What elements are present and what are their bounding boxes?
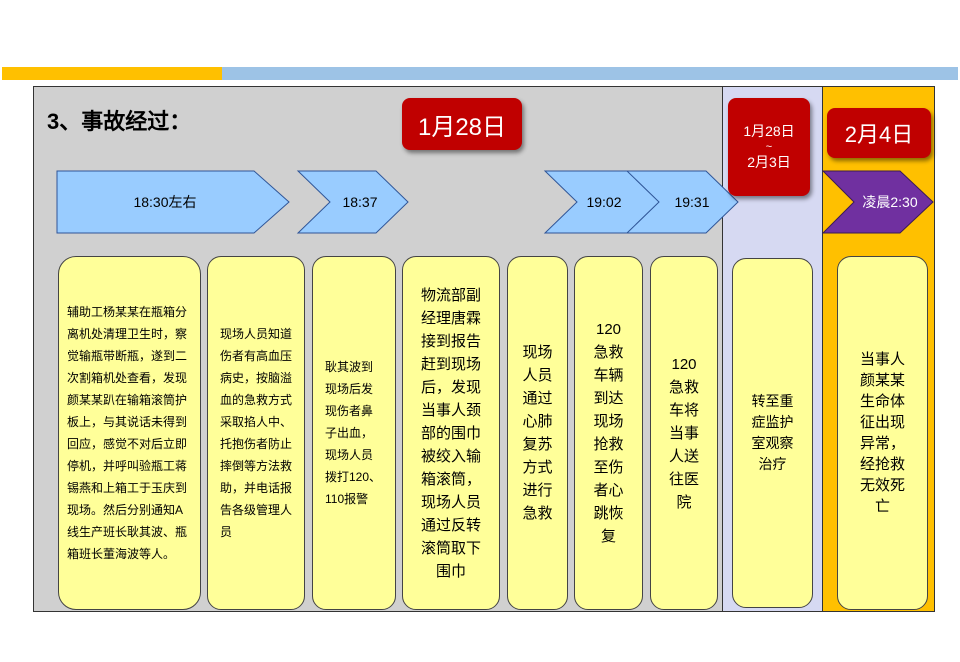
event-text: 转至重症监护室观察治疗 xyxy=(751,393,794,472)
date-text-end: 2月3日 xyxy=(747,154,791,170)
event-text: 现场人员通过心肺复苏方式进行急救 xyxy=(522,344,553,522)
time-label-4: 19:31 xyxy=(674,194,710,210)
event-card-2: 现场人员知道伤者有高血压病史，按脑溢血的急救方式采取掐人中、托抱伤者防止摔倒等方… xyxy=(207,256,305,610)
event-card-4: 物流部副经理唐霖接到报告赶到现场后，发现当事人颈部的围巾被绞入输箱滚筒，现场人员… xyxy=(402,256,500,610)
time-label-3: 19:02 xyxy=(586,194,622,210)
event-card-6: 120急救车辆到达现场抢救至伤者心跳恢复 xyxy=(574,256,643,610)
event-text: 现场人员知道伤者有高血压病史，按脑溢血的急救方式采取掐人中、托抱伤者防止摔倒等方… xyxy=(220,327,293,539)
event-card-5: 现场人员通过心肺复苏方式进行急救 xyxy=(507,256,568,610)
accent-bar-orange xyxy=(2,67,222,80)
time-label-5: 凌晨2:30 xyxy=(862,194,918,210)
event-card-8: 转至重症监护室观察治疗 xyxy=(732,258,813,608)
date-text-start: 1月28日 xyxy=(743,123,795,139)
accent-bar-blue xyxy=(222,67,958,80)
date-text-sep: ~ xyxy=(765,141,773,153)
time-label-1: 18:30左右 xyxy=(133,194,197,210)
date-label-feb4: 2月4日 xyxy=(827,108,931,158)
page-title: 3、事故经过： xyxy=(47,109,192,134)
event-card-1: 辅助工杨某某在瓶箱分离机处清理卫生时，察觉输瓶带断瓶，遂到二次割箱机处查看，发现… xyxy=(58,256,201,610)
time-label-2: 18:37 xyxy=(342,194,378,210)
event-card-7: 120急救车将当事人送往医院 xyxy=(650,256,718,610)
date-text: 2月4日 xyxy=(844,122,914,147)
time-arrow-1 xyxy=(56,170,290,234)
time-arrow-4 xyxy=(625,170,739,234)
event-text: 物流部副经理唐霖接到报告赶到现场后，发现当事人颈部的围巾被绞入输箱滚筒，现场人员… xyxy=(420,286,481,580)
event-card-9: 当事人颜某某生命体征出现异常，经抢救无效死亡 xyxy=(837,256,928,610)
event-text: 120急救车辆到达现场抢救至伤者心跳恢复 xyxy=(593,321,624,545)
event-card-3: 耿其波到现场后发现伤者鼻子出血，现场人员拨打120、110报警 xyxy=(312,256,396,610)
time-arrow-5 xyxy=(821,170,934,234)
date-text: 1月28日 xyxy=(417,113,507,141)
date-label-jan28: 1月28日 xyxy=(402,98,522,150)
event-text: 当事人颜某某生命体征出现异常，经抢救无效死亡 xyxy=(859,351,905,515)
event-text: 辅助工杨某某在瓶箱分离机处清理卫生时，察觉输瓶带断瓶，遂到二次割箱机处查看，发现… xyxy=(67,305,188,561)
time-arrow-2 xyxy=(296,170,409,234)
event-text: 120急救车将当事人送往医院 xyxy=(668,355,699,511)
date-label-jan28-feb3: 1月28日 ~ 2月3日 xyxy=(728,98,810,196)
event-text: 耿其波到现场后发现伤者鼻子出血，现场人员拨打120、110报警 xyxy=(325,360,382,506)
